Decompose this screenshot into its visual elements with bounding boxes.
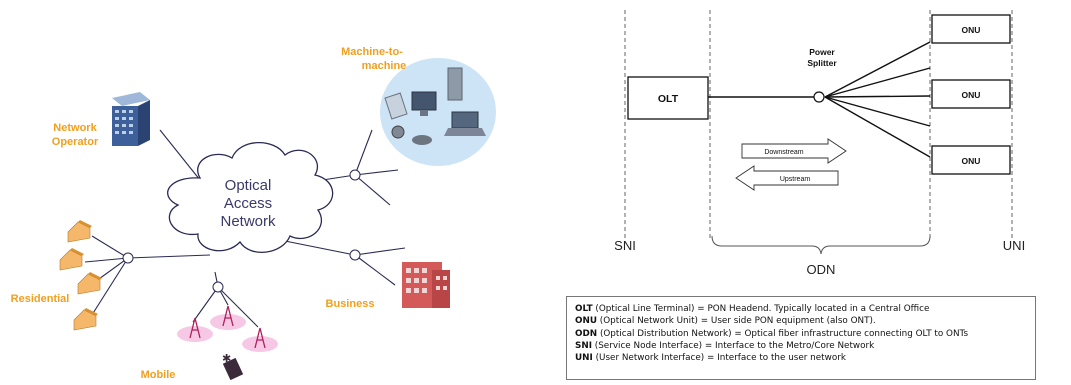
odn-label: ODN — [807, 262, 836, 277]
house-icon — [73, 308, 98, 331]
splitter-node — [349, 169, 361, 181]
svg-text:✱: ✱ — [222, 353, 231, 365]
laptop-icon — [451, 111, 479, 129]
cloud-label-line-3: Network — [220, 213, 276, 230]
legend-desc: (Optical Network Unit) = User side PON e… — [596, 316, 876, 327]
cloud-label-line-1: Optical — [225, 177, 272, 194]
legend-row-olt: OLT (Optical Line Terminal) = PON Headen… — [575, 303, 1027, 315]
legend-desc: (Service Node Interface) = Interface to … — [591, 340, 875, 351]
tablet-icon — [384, 92, 408, 120]
residential-label: Residential — [11, 293, 70, 305]
power-splitter-label-2: Splitter — [807, 58, 837, 68]
onu-box: ONU — [931, 14, 1011, 44]
webcam-icon — [391, 125, 405, 139]
splitter-nodes — [122, 169, 361, 293]
onu-box: ONU — [931, 145, 1011, 175]
network-operator-label: Network — [53, 122, 97, 134]
mobile-phone-icon: ✱ — [222, 353, 244, 381]
downstream-arrow — [741, 138, 847, 164]
odn-brace — [711, 235, 931, 255]
legend-row-uni: UNI (User Network Interface) = Interface… — [575, 352, 1027, 364]
house-icon — [67, 220, 92, 243]
downstream-label: Downstream — [764, 149, 803, 156]
sni-label: SNI — [614, 238, 636, 253]
onu-box: ONU — [931, 79, 1011, 109]
olt-box — [627, 76, 709, 120]
legend-term: SNI — [575, 340, 592, 351]
legend-row-odn: ODN (Optical Distribution Network) = Opt… — [575, 328, 1027, 340]
legend-desc: (Optical Distribution Network) = Optical… — [597, 328, 969, 339]
onu-label: ONU — [962, 90, 981, 100]
server-icon — [447, 67, 463, 101]
cloud-label-line-2: Access — [224, 195, 272, 212]
machine-to-machine-cluster — [380, 58, 496, 166]
cell-tower-icon — [222, 305, 234, 327]
legend-term: ODN — [575, 328, 598, 339]
gamepad-icon — [412, 135, 432, 145]
legend-row-sni: SNI (Service Node Interface) = Interface… — [575, 340, 1027, 352]
monitor-icon — [411, 91, 437, 111]
mobile-label: Mobile — [141, 369, 176, 380]
legend-term: UNI — [575, 353, 593, 364]
splitter-node — [122, 252, 134, 264]
network-operator-label-2: Operator — [52, 136, 99, 148]
splitter-node — [349, 249, 361, 261]
legend-desc: (Optical Line Terminal) = PON Headend. T… — [592, 304, 930, 314]
legend-row-onu: ONU (Optical Network Unit) = User side P… — [575, 315, 1027, 327]
house-icon — [59, 248, 84, 271]
legend-desc: (User Network Interface) = Interface to … — [592, 353, 846, 364]
cell-tower-icon — [254, 327, 266, 349]
machine-to-machine-label-2: machine — [362, 60, 407, 72]
cloud-shape — [167, 142, 334, 253]
splitter-node — [212, 281, 224, 293]
house-icon — [77, 272, 102, 295]
machine-to-machine-label: Machine-to- — [341, 46, 403, 58]
business-label: Business — [326, 298, 375, 310]
mobile-towers: ✱ — [177, 305, 278, 381]
legend-term: OLT — [575, 304, 593, 314]
operator-building-icon — [112, 92, 150, 146]
uni-label: UNI — [1003, 238, 1025, 253]
upstream-label: Upstream — [780, 176, 811, 183]
optical-access-network-diagram: Optical Access Network Network Operator — [11, 46, 496, 381]
legend-term: ONU — [575, 316, 597, 327]
power-splitter-label: Power — [809, 47, 835, 57]
onu-label: ONU — [962, 25, 981, 35]
upstream-arrow — [735, 165, 839, 191]
power-splitter-node — [813, 91, 825, 103]
residential-houses — [59, 220, 102, 331]
onu-label: ONU — [962, 156, 981, 166]
fiber-branches — [708, 41, 931, 158]
interface-boundaries — [624, 10, 1013, 240]
legend-box: OLT (Optical Line Terminal) = PON Headen… — [566, 296, 1036, 380]
cell-tower-icon — [189, 317, 201, 339]
onu-boxes: ONU ONU ONU — [931, 14, 1011, 175]
pon-architecture-diagram: OLT Power Splitter ONU ONU ONU — [614, 10, 1025, 277]
m2m-bubble — [380, 58, 496, 166]
business-building-icon — [402, 262, 450, 308]
olt-label: OLT — [658, 93, 679, 105]
